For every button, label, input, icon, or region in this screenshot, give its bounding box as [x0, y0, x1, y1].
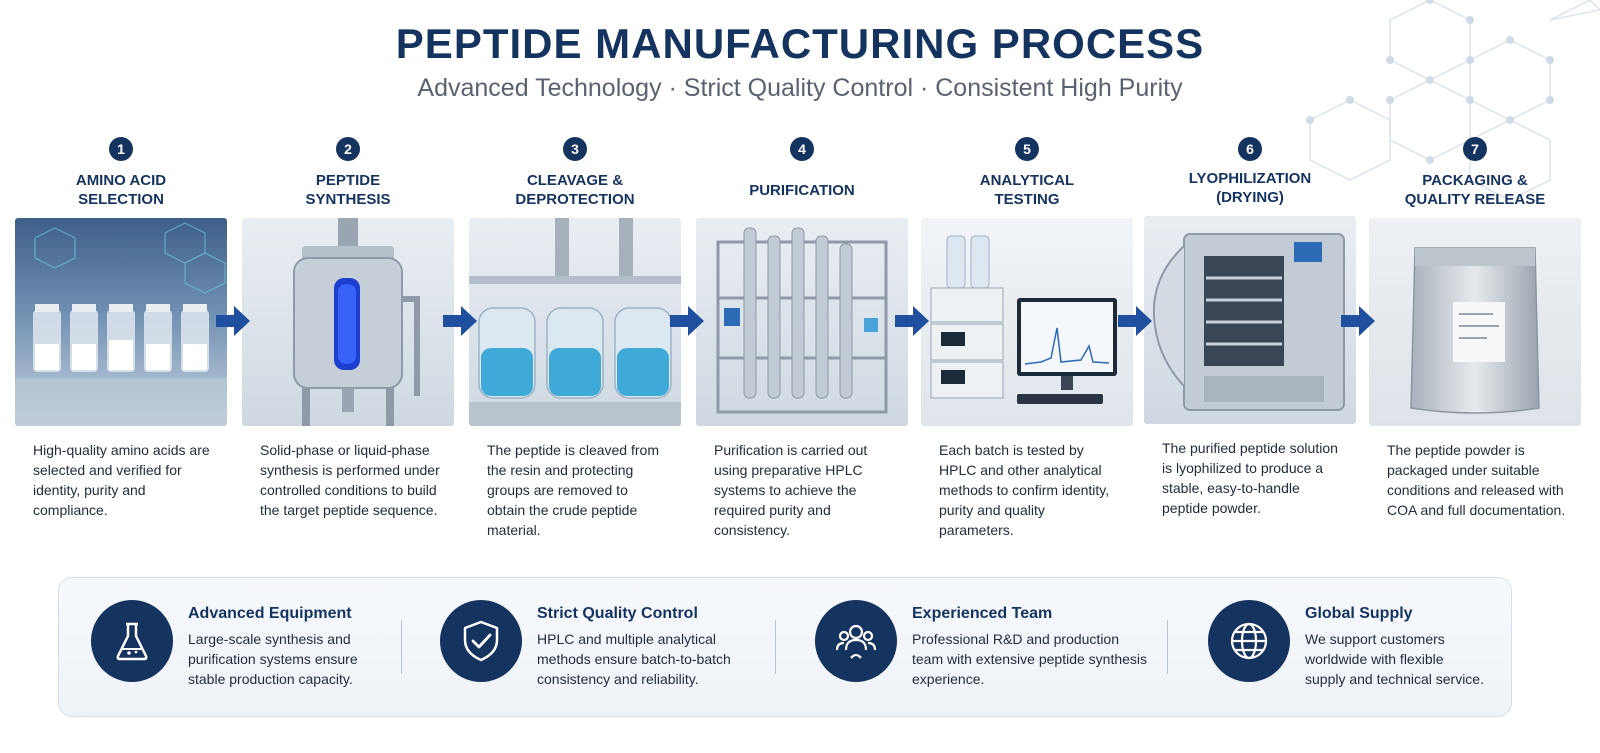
shield-check-icon	[440, 600, 522, 682]
arrow-right-icon	[895, 306, 929, 336]
step-description: High-quality amino acids are selected an…	[33, 442, 210, 518]
benefit-title: Global Supply	[1305, 605, 1413, 622]
flasks-icon	[469, 218, 681, 426]
arrow-right-icon	[1341, 306, 1375, 336]
step-number-badge: 4	[790, 137, 814, 161]
step-number-badge: 3	[563, 137, 587, 161]
page-title: PEPTIDE MANUFACTURING PROCESS	[395, 20, 1205, 67]
benefit-title: Experienced Team	[912, 605, 1053, 622]
arrow-right-icon	[670, 306, 704, 336]
benefit-description: Professional R&D and production team wit…	[912, 631, 1148, 687]
arrow-right-icon	[443, 306, 477, 336]
benefit-description: HPLC and multiple analytical methods ens…	[537, 631, 731, 687]
arrow-right-icon	[216, 306, 250, 336]
benefit-title: Advanced Equipment	[188, 605, 352, 622]
step-description: The peptide is cleaved from the resin an…	[487, 442, 659, 538]
step-number-badge: 7	[1463, 137, 1487, 161]
step-title: LYOPHILIZATION(DRYING)	[1188, 170, 1312, 206]
flask-icon	[91, 600, 173, 682]
step-image-analytical-testing	[921, 218, 1133, 426]
hplc-icon	[716, 227, 888, 414]
benefits-panel: Advanced Equipment Large-scale synthesis…	[58, 577, 1512, 717]
arrow-right-icon	[1118, 306, 1152, 336]
step-title: CLEAVAGE &DEPROTECTION	[515, 172, 635, 208]
step-number-badge: 1	[109, 137, 133, 161]
process-step-3: 3 CLEAVAGE &DEPROTECTION The peptide is …	[469, 137, 681, 540]
step-number-badge: 2	[336, 137, 360, 161]
page-subtitle: Advanced Technology · Strict Quality Con…	[417, 74, 1183, 102]
step-image-hplc-purification	[696, 218, 908, 426]
step-description: The purified peptide solution is lyophil…	[1162, 440, 1338, 516]
divider	[401, 620, 402, 674]
globe-icon	[1208, 600, 1290, 682]
divider	[1167, 620, 1168, 674]
divider	[775, 620, 776, 674]
step-description: Purification is carried out using prepar…	[714, 442, 868, 538]
vials-icon	[15, 222, 227, 426]
step-title: PACKAGING &QUALITY RELEASE	[1404, 172, 1546, 208]
reactor-icon	[293, 218, 420, 426]
freeze-dryer-icon	[1152, 233, 1345, 411]
step-image-foil-pouch	[1369, 218, 1581, 426]
step-description: Each batch is tested by HPLC and other a…	[939, 442, 1110, 538]
step-description: The peptide powder is packaged under sui…	[1387, 442, 1566, 518]
process-step-6: 6 LYOPHILIZATION(DRYING) The purified pe…	[1144, 137, 1356, 518]
step-number-badge: 5	[1015, 137, 1039, 161]
analyzer-icon	[930, 235, 1117, 404]
benefit-title: Strict Quality Control	[537, 605, 698, 622]
step-description: Solid-phase or liquid-phase synthesis is…	[260, 442, 440, 518]
benefit-description: Large-scale synthesis and purification s…	[188, 631, 358, 687]
step-image-amino-acid-vials	[15, 218, 227, 426]
step-image-freeze-dryer	[1144, 216, 1356, 424]
process-step-7: 7 PACKAGING &QUALITY RELEASE The peptide…	[1369, 137, 1581, 520]
step-image-cleavage-flasks	[469, 218, 681, 426]
foil-pouch-icon	[1410, 247, 1540, 414]
step-number-badge: 6	[1238, 137, 1262, 161]
process-step-4: 4 PURIFICATION Purification is carried o…	[696, 137, 908, 540]
benefit-description: We support customers worldwide with flex…	[1305, 631, 1484, 687]
team-icon	[815, 600, 897, 682]
step-image-synthesis-reactor	[242, 218, 454, 426]
step-title: PURIFICATION	[749, 181, 855, 199]
